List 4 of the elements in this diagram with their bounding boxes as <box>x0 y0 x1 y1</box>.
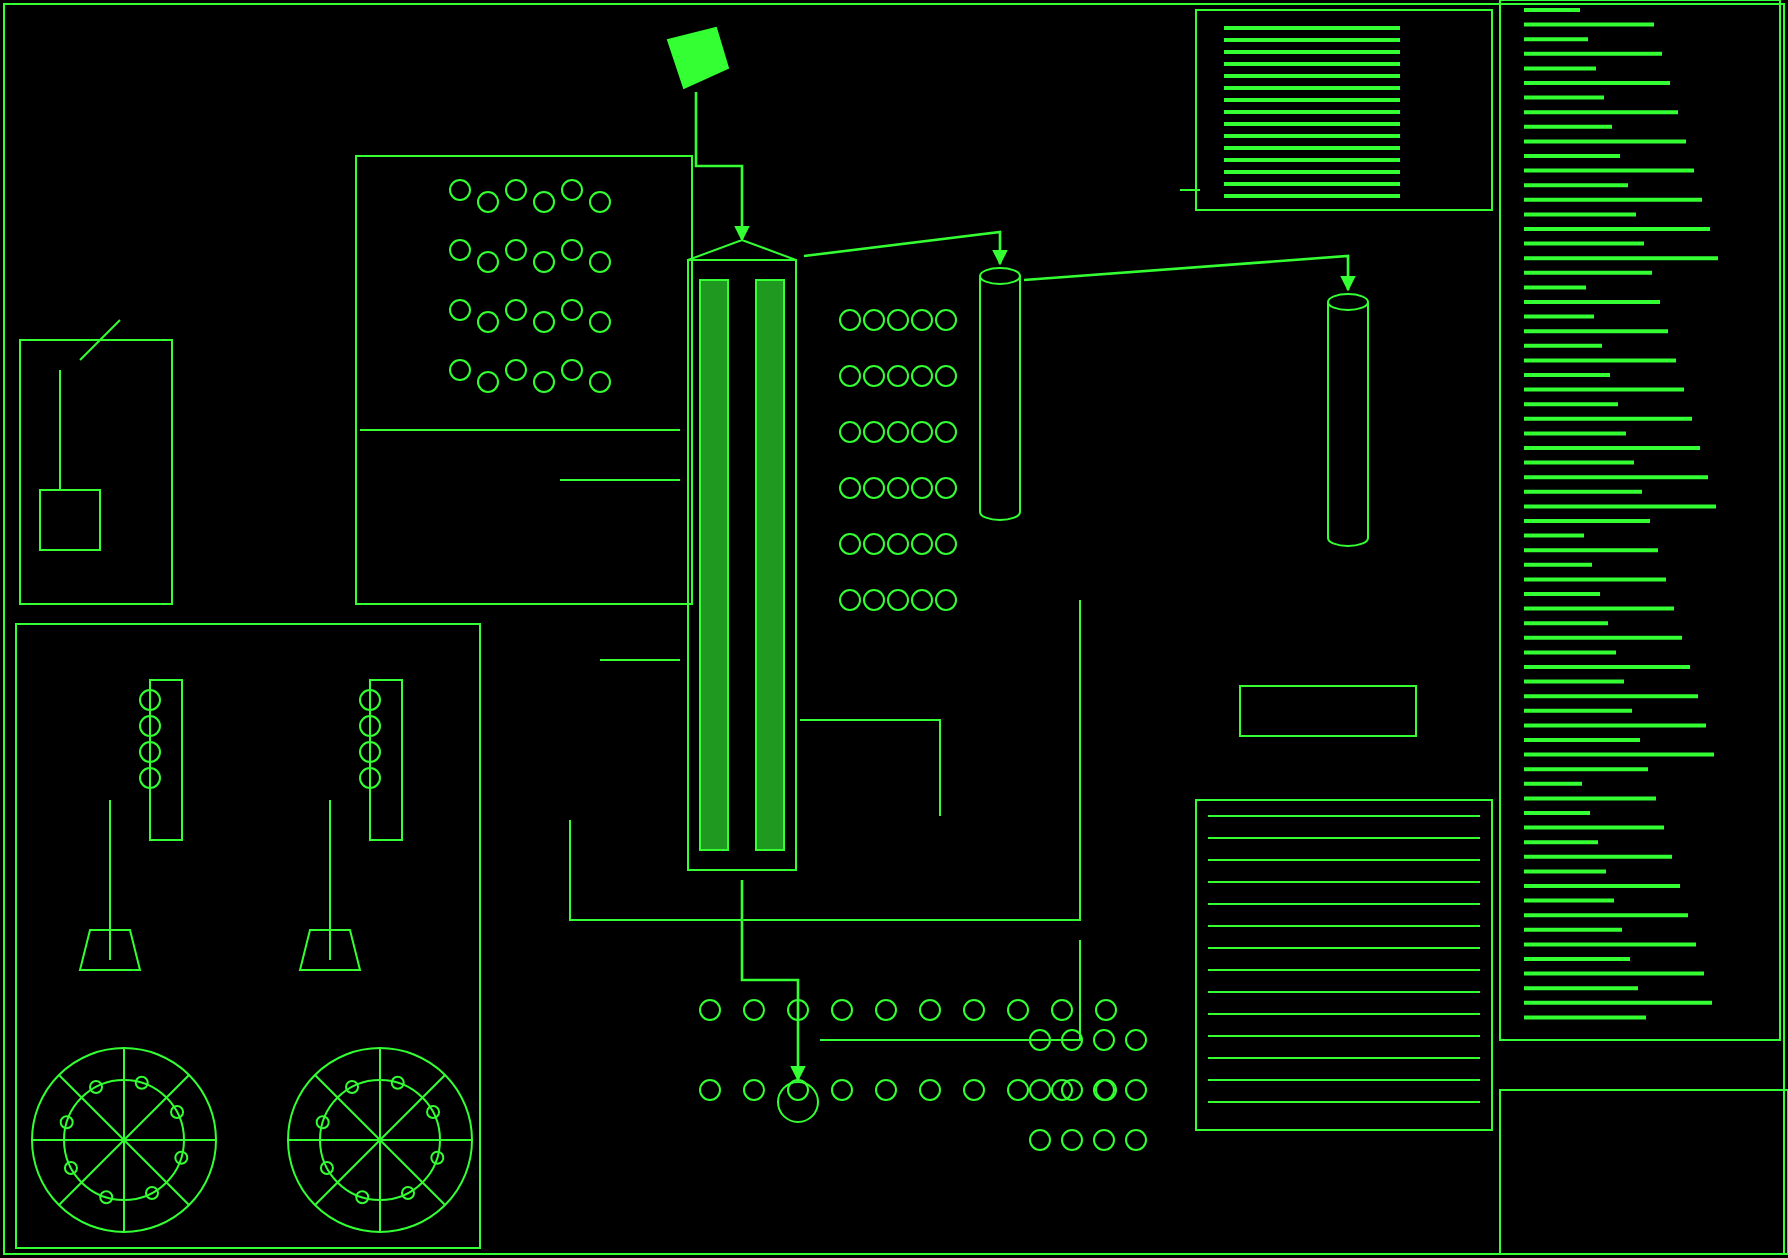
process-line <box>1023 254 1356 292</box>
process-line <box>740 880 806 1082</box>
process-line <box>803 230 1008 266</box>
process-line <box>694 92 750 242</box>
